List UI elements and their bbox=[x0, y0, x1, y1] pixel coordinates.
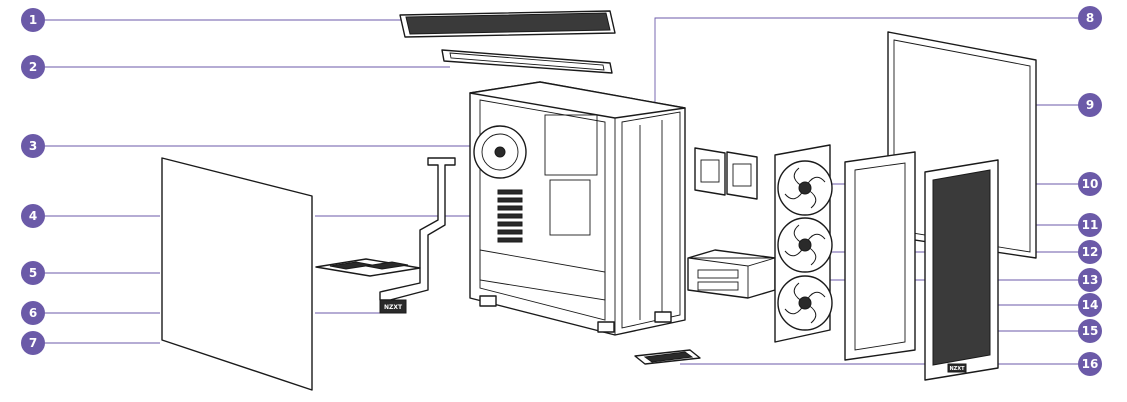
top-mesh-panel bbox=[399, 10, 616, 38]
callout-badge-4: 4 bbox=[21, 204, 45, 228]
callout-badge-7: 7 bbox=[21, 331, 45, 355]
svg-text:2: 2 bbox=[29, 60, 37, 74]
callout-badge-9: 9 bbox=[1078, 93, 1102, 117]
brand-mark-front: NZXT bbox=[949, 366, 965, 372]
callout-badge-3: 3 bbox=[21, 134, 45, 158]
callout-badge-15: 15 bbox=[1078, 319, 1102, 343]
front-fan-bottom bbox=[777, 275, 833, 331]
hdd-cage bbox=[687, 249, 776, 299]
psu-shroud-plate bbox=[315, 258, 421, 277]
svg-text:14: 14 bbox=[1082, 298, 1099, 312]
expansion-slots bbox=[497, 189, 523, 243]
top-dust-filter bbox=[441, 49, 613, 74]
svg-text:11: 11 bbox=[1082, 218, 1099, 232]
front-fan-assembly bbox=[774, 144, 833, 343]
svg-text:12: 12 bbox=[1082, 245, 1099, 259]
svg-text:16: 16 bbox=[1082, 357, 1099, 371]
callout-badge-14: 14 bbox=[1078, 293, 1102, 317]
callout-badge-16: 16 bbox=[1078, 352, 1102, 376]
callout-badge-11: 11 bbox=[1078, 213, 1102, 237]
bottom-dust-filter bbox=[634, 349, 701, 365]
front-mesh-panel: NZXT bbox=[924, 159, 999, 381]
callout-badge-6: 6 bbox=[21, 301, 45, 325]
callout-badge-1: 1 bbox=[21, 8, 45, 32]
callout-badge-5: 5 bbox=[21, 261, 45, 285]
callout-badge-13: 13 bbox=[1078, 268, 1102, 292]
svg-text:6: 6 bbox=[29, 306, 37, 320]
svg-text:13: 13 bbox=[1082, 273, 1099, 287]
callout-badge-8: 8 bbox=[1078, 6, 1102, 30]
side-glass-panel bbox=[161, 157, 313, 391]
svg-text:7: 7 bbox=[29, 336, 37, 350]
svg-text:3: 3 bbox=[29, 139, 37, 153]
svg-text:4: 4 bbox=[29, 209, 37, 223]
brand-mark-bar: NZXT bbox=[384, 304, 403, 311]
svg-text:5: 5 bbox=[29, 266, 37, 280]
svg-text:8: 8 bbox=[1086, 11, 1094, 25]
front-fan-top bbox=[777, 160, 833, 216]
callout-badge-10: 10 bbox=[1078, 172, 1102, 196]
callout-badge-2: 2 bbox=[21, 55, 45, 79]
cable-management-bar: NZXT bbox=[379, 157, 456, 314]
svg-text:15: 15 bbox=[1082, 324, 1099, 338]
svg-text:10: 10 bbox=[1082, 177, 1099, 191]
front-filter-frame bbox=[844, 151, 916, 361]
svg-text:1: 1 bbox=[29, 13, 37, 27]
ssd-brackets bbox=[694, 147, 758, 200]
callout-badge-12: 12 bbox=[1078, 240, 1102, 264]
svg-text:9: 9 bbox=[1086, 98, 1094, 112]
front-fan-middle bbox=[777, 217, 833, 273]
main-chassis bbox=[469, 81, 686, 336]
